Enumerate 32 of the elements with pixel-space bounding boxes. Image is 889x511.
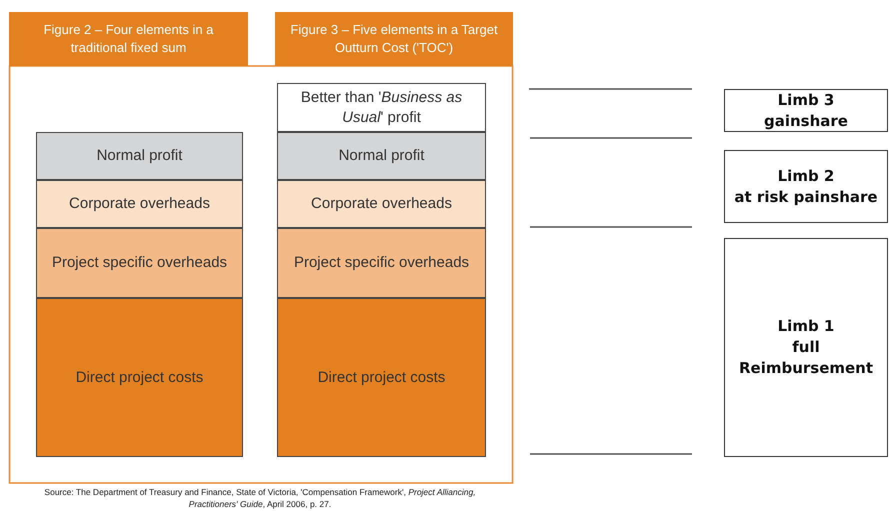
element-label: Normal profit — [338, 146, 424, 166]
figure-header — [275, 12, 513, 66]
cost-element-block — [277, 83, 486, 132]
cost-element-block — [36, 180, 243, 228]
cost-element-block — [36, 228, 243, 298]
element-label: Normal profit — [96, 146, 182, 166]
limb-box — [724, 89, 888, 132]
limb-label: Limb 2 — [778, 166, 834, 186]
cost-element-block — [277, 180, 486, 228]
cost-element-block — [36, 298, 243, 457]
element-label: Project specific overheads — [52, 253, 228, 273]
limb-label: gainshare — [764, 110, 848, 132]
header-text: Figure 3 – Five elements in a Target Outturn Cost ('TOC') — [289, 21, 499, 57]
header-text: Figure 2 – Four elements in a traditional fixed sum — [42, 21, 214, 57]
element-label: Corporate overheads — [311, 194, 452, 214]
limb-label: Limb 1 — [778, 316, 834, 337]
element-label: Project specific overheads — [294, 253, 470, 273]
cost-element-block — [277, 298, 486, 457]
limb-box — [724, 238, 888, 457]
limb-label: at risk painshare — [734, 186, 878, 208]
cost-element-block — [277, 132, 486, 180]
cost-element-block — [277, 228, 486, 298]
element-label: Direct project costs — [76, 368, 204, 388]
figure-header — [9, 12, 248, 66]
limb-label: full Reimbursement — [738, 337, 874, 379]
limb-label: Limb 3 — [778, 90, 834, 110]
element-label: Better than 'Business as Usual' profit — [300, 88, 464, 128]
cost-element-block — [36, 132, 243, 180]
element-label: Corporate overheads — [69, 194, 210, 214]
element-label: Direct project costs — [318, 368, 446, 388]
source-caption: Source: The Department of Treasury and Finance, State of Victoria, 'Compensation Framework', Project Alliancing, Practitioners' Guide, April 2006, p. 27. — [43, 486, 477, 510]
limb-box — [724, 150, 888, 223]
